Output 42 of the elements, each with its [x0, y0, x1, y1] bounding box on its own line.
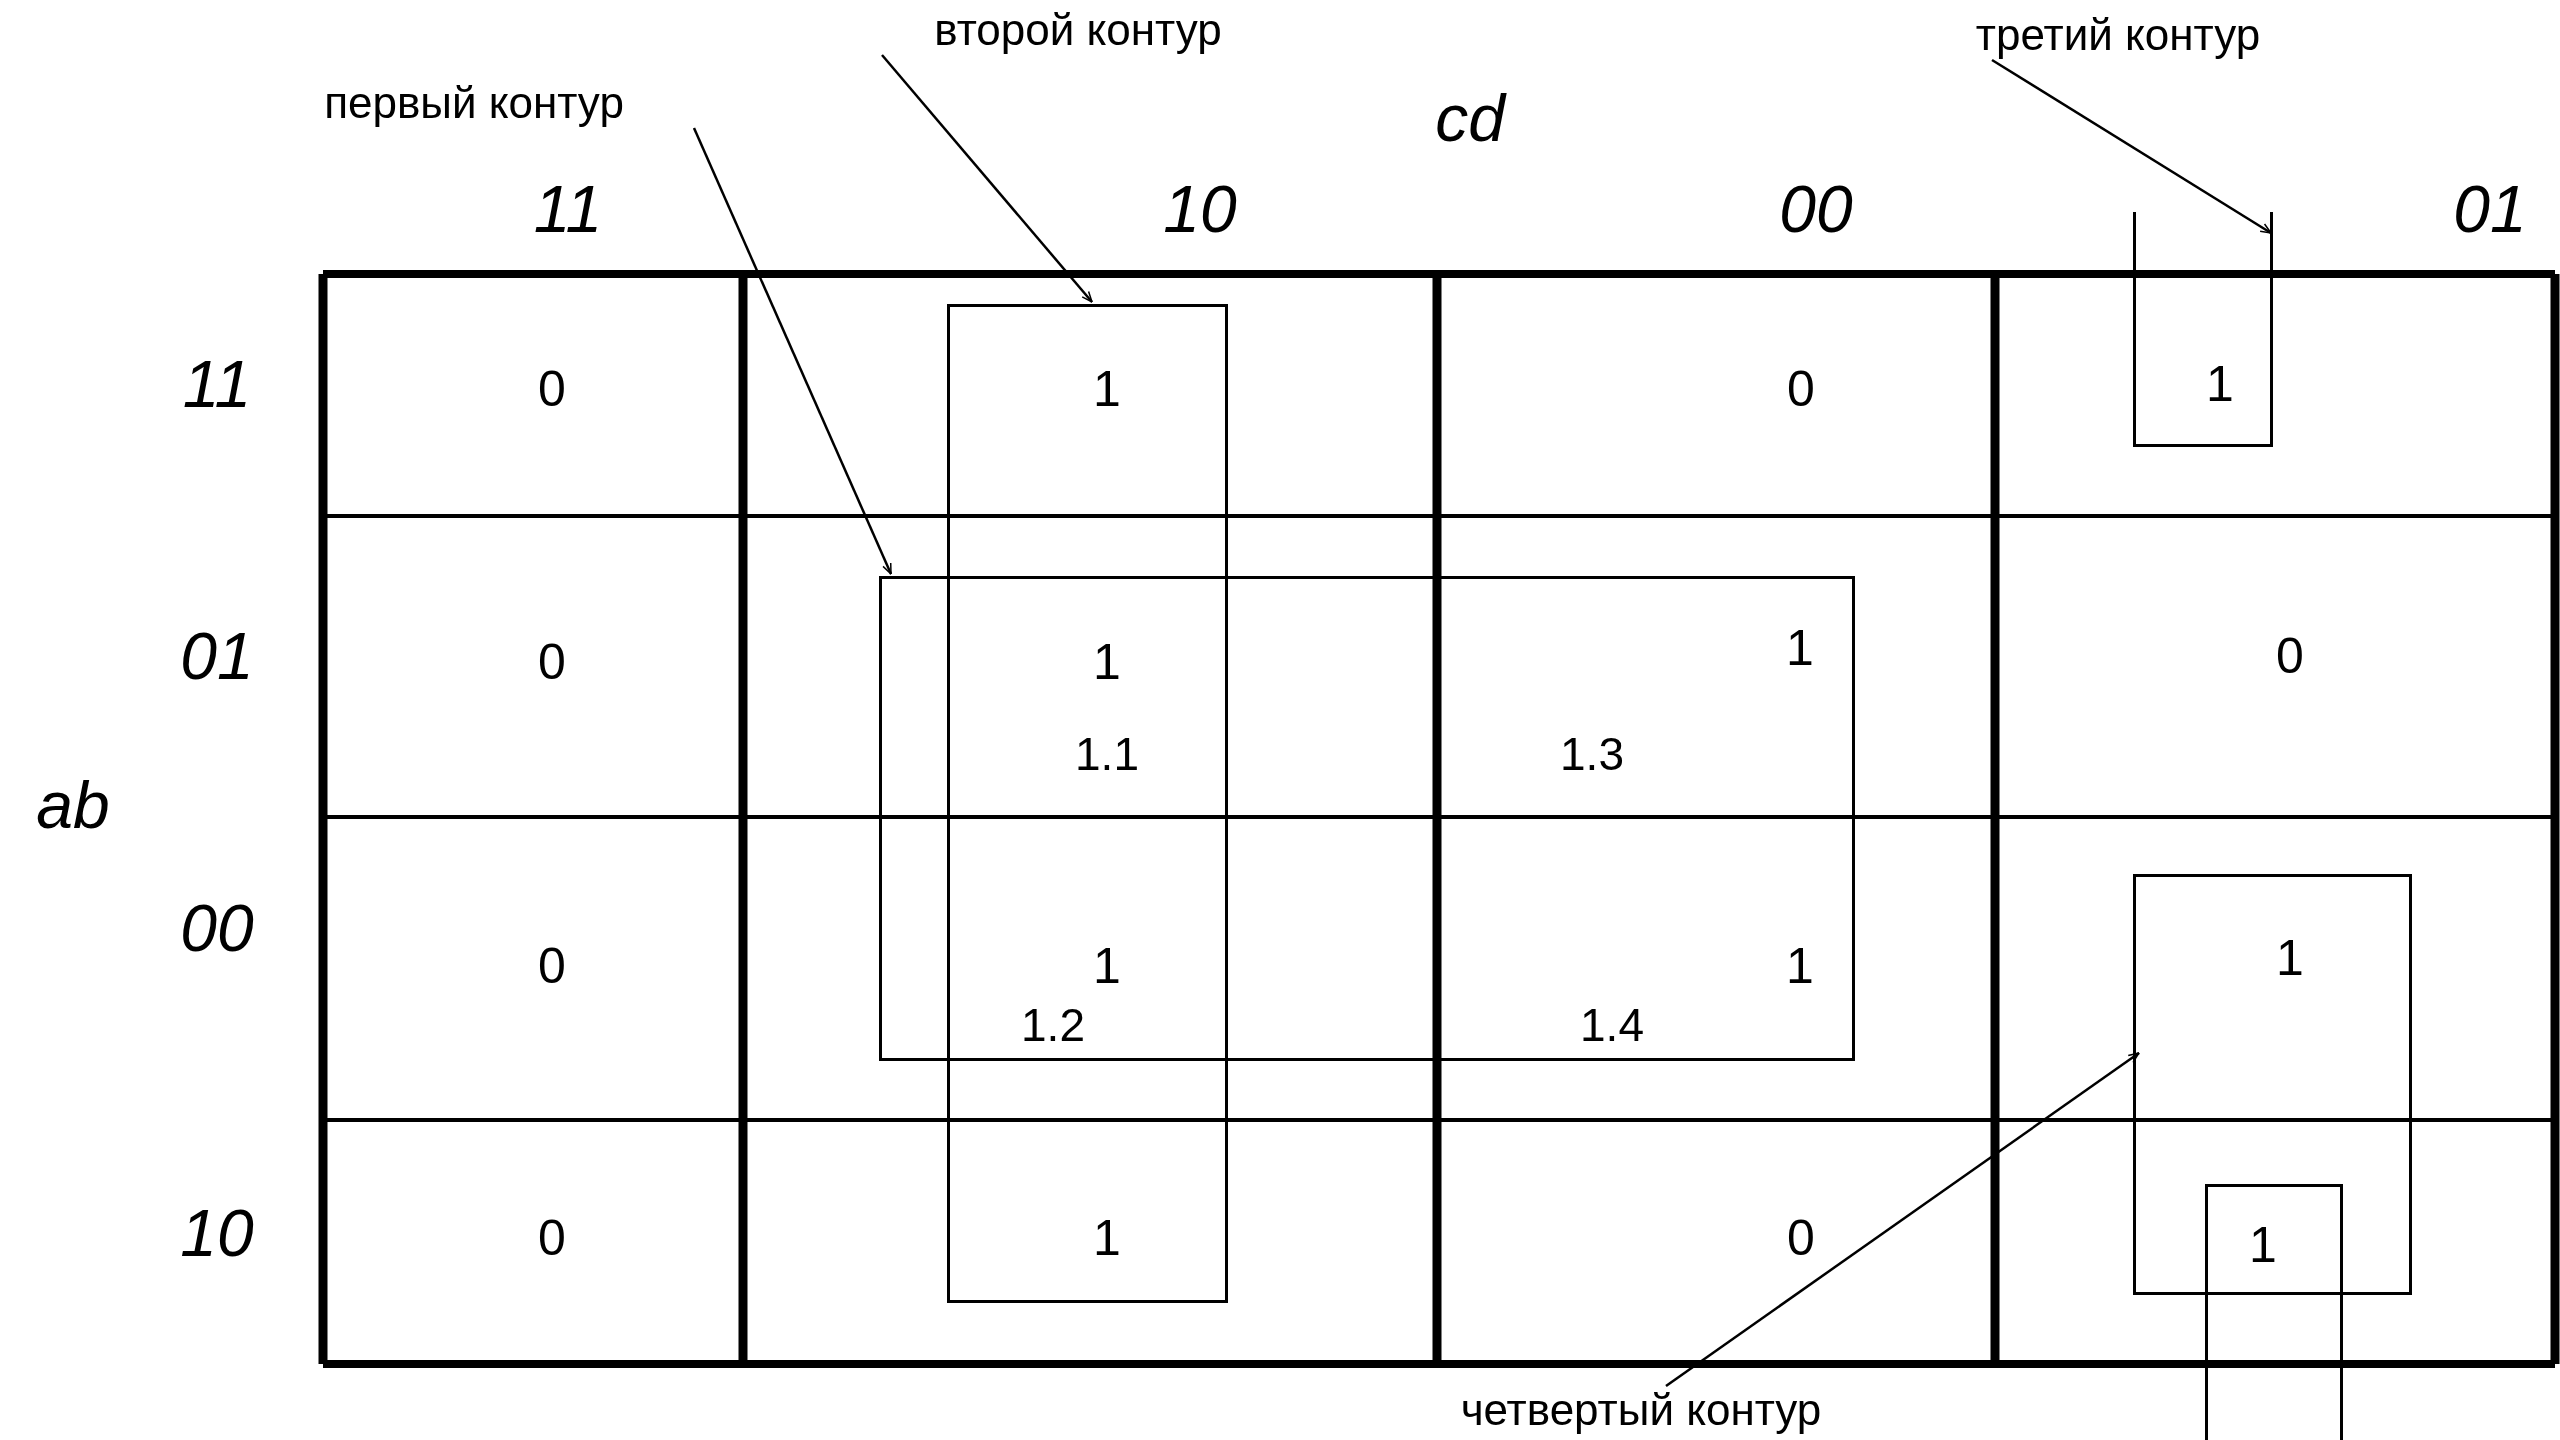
- contour-frame: [879, 576, 1855, 1061]
- column-header: 10: [1163, 176, 1237, 242]
- cell-index: 1.1: [1075, 731, 1139, 777]
- leader-line: [1991, 58, 2272, 235]
- cell-value: 1: [1093, 364, 1121, 414]
- contour-frame: [2133, 212, 2273, 447]
- contour-frame: [2133, 874, 2412, 1295]
- cell-value: 0: [1787, 1213, 1815, 1263]
- column-header: 11: [533, 176, 603, 242]
- contour-frame: [947, 304, 1228, 1303]
- cell-index: 1.4: [1580, 1002, 1644, 1048]
- callout-text: третий контур: [1975, 13, 2261, 57]
- column-header: 00: [1779, 176, 1853, 242]
- leader-line: [692, 127, 893, 575]
- axis-label: ab: [36, 772, 110, 838]
- cell-value: 1: [1093, 941, 1121, 991]
- cell-index: 1.3: [1560, 731, 1624, 777]
- row-header: 11: [182, 351, 252, 417]
- cell-value: 1: [2249, 1220, 2277, 1270]
- cell-index: 1.2: [1021, 1002, 1085, 1048]
- leader-line: [1665, 1051, 2140, 1388]
- cell-value: 0: [538, 941, 566, 991]
- cell-value: 0: [1787, 364, 1815, 414]
- column-header: 01: [2453, 176, 2527, 242]
- cell-value: 1: [2206, 359, 2234, 409]
- cell-value: 0: [2276, 631, 2304, 681]
- row-header: 00: [180, 895, 254, 961]
- cell-value: 1: [1786, 941, 1814, 991]
- cell-value: 1: [1786, 623, 1814, 673]
- cell-value: 1: [1093, 637, 1121, 687]
- row-header: 01: [180, 623, 254, 689]
- cell-value: 0: [538, 364, 566, 414]
- cell-value: 0: [538, 637, 566, 687]
- cell-value: 0: [538, 1213, 566, 1263]
- leader-line: [881, 54, 1093, 303]
- callout-text: второй контур: [934, 8, 1222, 52]
- callout-text: четвертый контур: [1460, 1388, 1822, 1432]
- callout-text: первый контур: [324, 81, 624, 125]
- axis-label: cd: [1435, 85, 1505, 151]
- row-header: 10: [180, 1200, 254, 1266]
- cell-value: 1: [1093, 1213, 1121, 1263]
- cell-value: 1: [2276, 933, 2304, 983]
